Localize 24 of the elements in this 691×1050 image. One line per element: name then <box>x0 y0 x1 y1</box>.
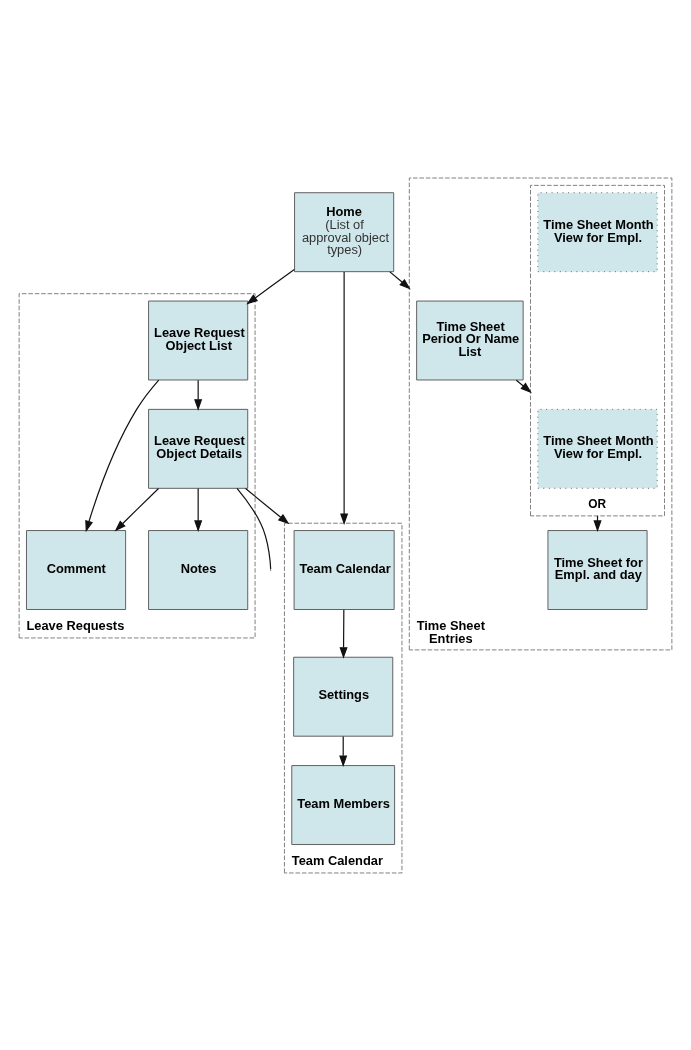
arrow <box>515 379 532 393</box>
arrow <box>389 270 411 289</box>
arrow <box>114 487 160 531</box>
node-box: Time Sheet Period Or Name List <box>416 300 524 380</box>
arrow <box>246 268 295 304</box>
connector <box>236 487 272 570</box>
node-box: Time Sheet for Empl. and day <box>547 529 648 610</box>
node-box: Time Sheet Month View for Empl. <box>537 191 658 272</box>
node-box: Settings <box>293 656 394 737</box>
arrow <box>339 735 348 767</box>
node-box: Home (List of approval object types) <box>294 191 395 272</box>
node-box: Time Sheet Month View for Empl. <box>537 408 658 489</box>
arrow <box>85 378 160 532</box>
arrow <box>244 487 290 524</box>
node-box: Team Members <box>291 764 396 845</box>
arrow <box>194 487 203 532</box>
arrow <box>339 608 348 659</box>
node-box: Comment <box>26 529 127 610</box>
arrow <box>194 379 203 411</box>
node-box: Leave Request Object Details <box>148 408 249 489</box>
node-box: Leave Request Object List <box>148 300 249 380</box>
arrow <box>340 270 349 525</box>
node-box: Notes <box>148 529 249 610</box>
node-box: Team Calendar <box>293 529 395 610</box>
